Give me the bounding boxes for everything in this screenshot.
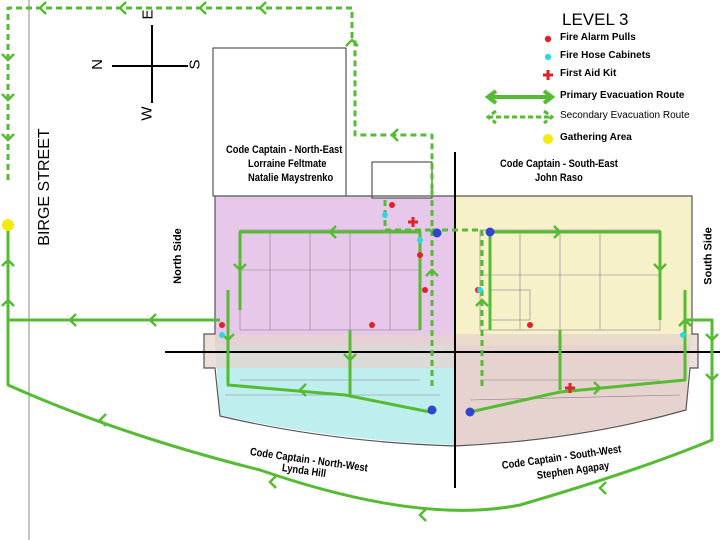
secondary-route-arrow [118, 1, 127, 15]
fire-alarm-pull [369, 322, 375, 328]
captain-south-east-name-1: John Raso [535, 172, 583, 184]
compass-e: E [139, 9, 157, 20]
fire-alarm-pull [527, 322, 533, 328]
primary-route-arrow [593, 381, 602, 395]
legend-secondary-route-label: Secondary Evacuation Route [560, 110, 690, 121]
fire-alarm-pull [219, 322, 225, 328]
stairwell-marker [485, 227, 495, 237]
fire-alarm-pull [417, 252, 423, 258]
stairwell-marker [432, 228, 442, 238]
dashed-arrow-line [485, 109, 555, 125]
secondary-route-arrow [425, 268, 439, 277]
annex-outline [212, 47, 347, 197]
compass-n: N [88, 59, 106, 70]
primary-route-arrow [328, 225, 337, 239]
primary-route-arrow [705, 373, 719, 382]
secondary-route-arrow [1, 53, 15, 62]
first-aid-kit [565, 383, 575, 393]
captain-north-east-title: Code Captain - North-East [226, 144, 343, 156]
evacuation-routes [1, 1, 719, 522]
legend-title: LEVEL 3 [562, 10, 629, 29]
primary-route-perimeter [6, 230, 714, 512]
primary-route-se-loop [488, 230, 662, 330]
first-aid-kit [408, 217, 418, 227]
fire-hose-cabinet [417, 237, 423, 243]
fire-hose-cabinet [477, 287, 483, 293]
north-side-label: North Side [171, 228, 184, 284]
secondary-route-arrow [1, 93, 15, 102]
primary-route-arrow [148, 313, 157, 327]
primary-route-arrow [98, 413, 107, 427]
primary-route-nw-loop [226, 290, 431, 414]
fire-hose-cabinet [219, 332, 225, 338]
safety-markers [2, 202, 686, 417]
secondary-route-arrow [390, 128, 399, 142]
fire-hose-cabinet [382, 212, 388, 218]
captain-north-east-name-2: Natalie Maystrenko [248, 172, 334, 184]
fire-hose-dot [544, 53, 552, 61]
legend-primary-route-label: Primary Evacuation Route [560, 90, 685, 101]
primary-route-arrow [298, 383, 307, 397]
secondary-route-arrow [1, 133, 15, 142]
secondary-route-arrow [475, 298, 489, 307]
primary-route-arrow [678, 318, 692, 327]
primary-route-arrow [343, 353, 357, 362]
secondary-route-stair [383, 200, 432, 232]
gathering-area [2, 219, 14, 231]
fire-alarm-dot [544, 35, 552, 43]
primary-route-arrow [1, 298, 15, 307]
fire-hose-cabinet [680, 332, 686, 338]
captain-south-east-title: Code Captain - South-East [500, 158, 618, 170]
compass-s: S [186, 59, 204, 70]
primary-route-arrow [233, 263, 247, 272]
legend-icons [484, 35, 556, 144]
primary-route-arrow [268, 475, 277, 489]
legend-gathering-area-label: Gathering Area [560, 132, 632, 143]
zone-south-west [455, 345, 690, 446]
fire-alarm-pull [422, 287, 428, 293]
south-side-label: South Side [702, 227, 715, 285]
primary-route-arrow [653, 263, 667, 272]
fire-alarm-pull [389, 202, 395, 208]
legend-fire-hose-label: Fire Hose Cabinets [560, 50, 651, 61]
primary-route-arrow [68, 313, 77, 327]
street-name: BIRGE STREET [36, 128, 53, 246]
primary-route-arrow [553, 225, 562, 239]
red-cross-icon [543, 70, 553, 80]
compass-w: W [138, 106, 156, 121]
legend-fire-alarm-label: Fire Alarm Pulls [560, 32, 636, 43]
compass-rose [112, 25, 188, 103]
legend-first-aid-label: First Aid Kit [560, 68, 617, 79]
secondary-route-arrow [258, 1, 267, 15]
primary-route-arrow [1, 258, 15, 267]
secondary-route-center-2 [432, 228, 484, 390]
stairwell-marker [465, 407, 475, 417]
primary-route-arrow [705, 333, 719, 342]
secondary-route-arrow [345, 38, 359, 47]
secondary-route-arrow [198, 1, 207, 15]
solid-arrow-line [484, 89, 556, 105]
primary-route-arrow [418, 508, 427, 522]
primary-route-arrow [598, 481, 607, 495]
stair-tower [371, 161, 433, 199]
captain-north-east-name-1: Lorraine Feltmate [248, 158, 327, 170]
stairwell-marker [427, 405, 437, 415]
yellow-dot [543, 134, 553, 144]
secondary-route-arrow [38, 1, 47, 15]
